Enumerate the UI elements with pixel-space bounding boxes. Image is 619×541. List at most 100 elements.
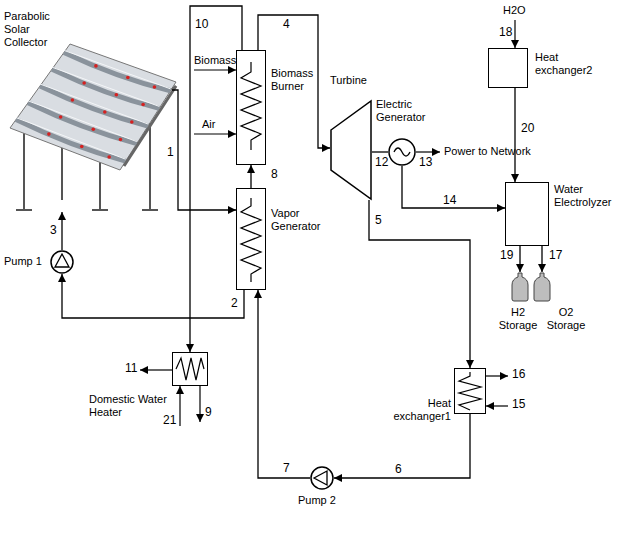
trough-highlight [28,101,137,142]
receiver-dot [59,115,63,119]
stream-number: 12 [374,156,389,169]
pump-symbol: Pump 2 [310,466,334,490]
support-post [23,133,25,210]
solar-collector: Parabolic Solar Collector [8,60,172,212]
component-label: Heat exchanger2 [535,51,597,77]
support-post [61,148,63,200]
component-label: Pump 1 [4,255,42,268]
storage-bottle-outline [512,272,528,302]
stream-number: 2 [230,297,239,310]
stream-number: 15 [511,398,526,411]
receiver-dot [126,76,130,80]
component-label: Electric Generator [376,98,440,124]
receiver-dot [80,145,84,149]
receiver-dot [91,127,95,131]
generator-casing [389,139,415,165]
receiver-dot [94,64,98,68]
support-post [99,162,101,210]
turbine-symbol: Turbine [330,100,372,200]
pump-casing [311,467,333,489]
stream-number: 7 [282,462,291,475]
turbine-symbol-outline [330,100,372,200]
trough-mirror [64,52,170,90]
receiver-dot [153,85,157,89]
stream-number: 9 [204,406,213,419]
stream-number: 10 [194,18,209,31]
stream-number: 18 [498,26,513,39]
stream-number: 21 [162,414,177,427]
coils [176,62,481,410]
hot-water-outlet [140,369,172,370]
stream-line [372,151,388,152]
bottle-outline [534,273,550,301]
component-label: Parabolic Solar Collector [4,10,66,49]
receiver-dot [115,93,119,97]
stream-line [514,88,515,182]
generator-symbol-outline [388,138,416,166]
component-label: H2 Storage [496,306,540,332]
stream-line [61,212,62,250]
vapor-generator-box: Vapor Generator [236,188,266,290]
burner-box: Biomass Burner [236,50,266,165]
stream-number: 8 [270,168,279,181]
pump-symbol-outline [50,250,74,274]
receiver-dot [47,132,51,136]
trough-mirror [28,103,137,144]
trough-strips [16,50,170,161]
stream-line [334,414,470,478]
air-inlet [194,133,236,134]
component-label: Water Electrolyzer [554,183,614,209]
stream-number: 1 [166,146,175,159]
electrolyzer-box: Water Electrolyzer [505,182,549,246]
stream-number: 14 [442,194,457,207]
pump-symbol: Pump 1 [50,250,74,274]
stream-line [190,6,242,352]
cold-water-inlet [179,386,180,426]
pump-casing [51,251,73,273]
stream-line [62,274,244,318]
storage-bottle-outline [534,272,550,302]
stream-line [541,246,542,272]
stream-number: 3 [49,224,58,237]
stream-arrows [140,20,515,426]
heat-exchanger-box: Heat exchanger1 [454,368,486,414]
header-pipe [124,86,176,166]
bottle-outline [512,273,528,301]
receiver-dot [82,81,86,85]
stream-number: 13 [418,156,433,169]
power-outlet [416,151,440,152]
stream-label: H2O [503,4,526,17]
receiver-dot [107,155,111,159]
stream-number: 17 [548,249,563,262]
stream-number: 16 [511,368,526,381]
trough-mirror [52,69,159,108]
pump-symbol-outline [310,466,334,490]
hx1-outlet [486,375,508,376]
receiver-dot [71,98,75,102]
support-foot [16,209,32,211]
component-label: O2 Storage [544,306,588,332]
stream-number: 19 [499,249,514,262]
water-heater-box: Domestic Water Heater [172,352,208,386]
stream-line [250,165,251,188]
stream-line [519,246,520,272]
stream-label: Air [202,118,215,131]
stream-label: Biomass [194,54,236,67]
vapor-coil [241,198,261,282]
trough-mirror [40,86,148,126]
component-label: Heat exchanger1 [389,397,451,423]
component-label: Turbine [330,74,367,87]
collector-panel [10,44,176,170]
component-label: Biomass Burner [271,67,315,93]
trough-mirror [16,120,126,162]
flue-outlet [199,386,200,422]
stream-number: 5 [374,214,383,227]
storage-bottle: O2 Storage [534,272,550,302]
solar-collector-illustration [10,44,176,210]
stream-line [369,200,470,368]
hx1-coil [459,372,481,410]
stream-line [402,166,505,208]
support-post [149,123,151,210]
stream-number: 11 [124,362,138,375]
